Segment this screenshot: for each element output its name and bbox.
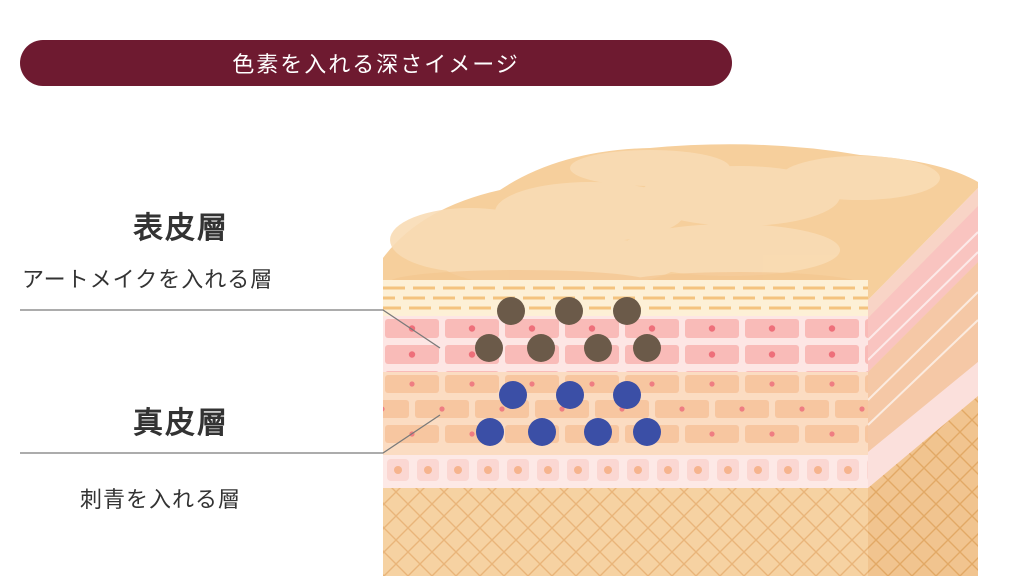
side-epidermis-band [868, 206, 978, 372]
pigment-dot [633, 334, 661, 362]
pigment-dot [528, 418, 556, 446]
pigment-dot [475, 334, 503, 362]
pigment-dot [497, 297, 525, 325]
epidermis-leader-line [20, 309, 441, 349]
pigment-dot [613, 297, 641, 325]
pigment-dot [555, 297, 583, 325]
pigment-dot [584, 334, 612, 362]
diagram-title: 色素を入れる深さイメージ [20, 40, 732, 86]
dermis-description: 刺青を入れる層 [80, 488, 242, 513]
dermis-pigment-dots [476, 381, 661, 446]
epidermis-description: アートメイクを入れる層 [22, 268, 274, 293]
front-basal-layer [383, 455, 868, 488]
pigment-dot [476, 418, 504, 446]
epidermis-pigment-dots [475, 297, 661, 362]
dermis-leader-line [20, 414, 441, 454]
dermis-label: 真皮層 [133, 406, 229, 441]
pigment-dot [499, 381, 527, 409]
diagram-title-text: 色素を入れる深さイメージ [232, 53, 520, 78]
front-subcutis-layer [383, 488, 868, 576]
side-basal-band [868, 362, 978, 488]
pigment-dot [556, 381, 584, 409]
skin-surface-bumps [390, 150, 940, 288]
front-dermis-layer-c [383, 422, 868, 447]
side-dermis-band [868, 262, 978, 452]
side-subcutis [868, 396, 978, 576]
pigment-dot [584, 418, 612, 446]
front-epidermis-layer [383, 316, 868, 372]
pigment-dot [613, 381, 641, 409]
pigment-dot [633, 418, 661, 446]
pigment-dot [527, 334, 555, 362]
epidermis-label: 表皮層 [133, 211, 229, 246]
